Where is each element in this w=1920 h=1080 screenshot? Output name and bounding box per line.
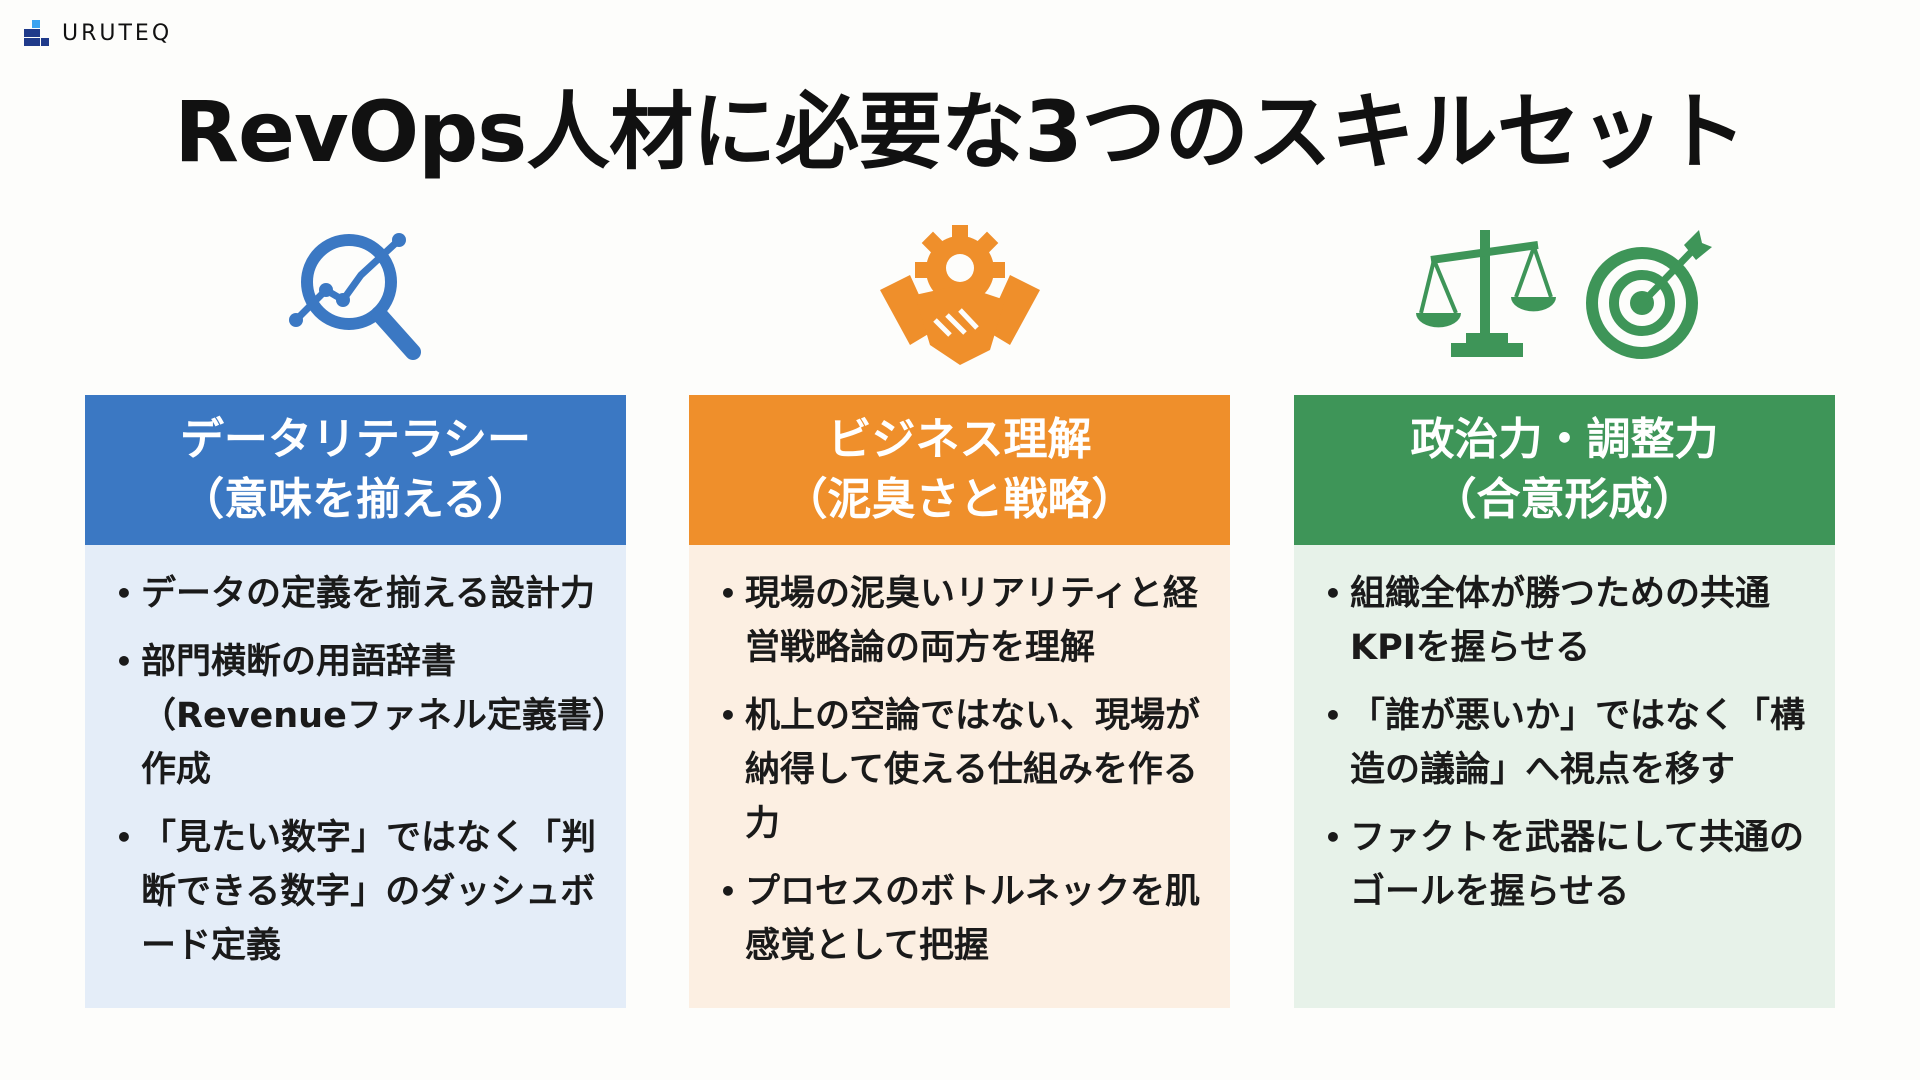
card-body: 現場の泥臭いリアリティと経営戦略論の両方を理解 机上の空論ではない、現場が納得し… xyxy=(689,545,1230,1008)
bullet-item: プロセスのボトルネックを肌感覚として把握 xyxy=(719,865,1216,973)
brand-logo: URUTEQ xyxy=(24,20,172,46)
bullet-item: データの定義を揃える設計力 xyxy=(115,567,612,621)
bullet-item: 「見たい数字」ではなく「判断できる数字」のダッシュボード定義 xyxy=(115,811,612,973)
bullet-item: 現場の泥臭いリアリティと経営戦略論の両方を理解 xyxy=(719,567,1216,675)
page-title: RevOps人材に必要な3つのスキルセット xyxy=(174,83,1746,181)
card-title: 政治力・調整力 xyxy=(1410,414,1719,465)
bullet-item: 部門横断の用語辞書（Revenueファネル定義書）作成 xyxy=(115,635,612,797)
card-subtitle: （意味を揃える） xyxy=(180,474,531,525)
brand-name: URUTEQ xyxy=(62,20,173,46)
skill-card-political-coordination: 政治力・調整力 （合意形成） 組織全体が勝つための共通KPIを握らせる 「誰が悪… xyxy=(1294,230,1835,1008)
gear-handshake-icon xyxy=(879,225,1040,365)
scale-icon xyxy=(1415,230,1556,357)
card-body: データの定義を揃える設計力 部門横断の用語辞書（Revenueファネル定義書）作… xyxy=(85,545,626,1008)
card-title: ビジネス理解 xyxy=(827,414,1092,465)
card-header: ビジネス理解 （泥臭さと戦略） xyxy=(689,395,1230,545)
target-icon xyxy=(1585,230,1712,359)
card-header: データリテラシー （意味を揃える） xyxy=(85,395,626,545)
card-body: 組織全体が勝つための共通KPIを握らせる 「誰が悪いか」ではなく「構造の議論」へ… xyxy=(1294,545,1835,1008)
bullet-item: ファクトを武器にして共通のゴールを握らせる xyxy=(1324,811,1821,919)
bullet-item: 「誰が悪いか」ではなく「構造の議論」へ視点を移す xyxy=(1324,689,1821,797)
card-subtitle: （合意形成） xyxy=(1432,474,1697,525)
logo-blocks-icon xyxy=(24,20,52,46)
magnifier-chart-icon xyxy=(288,233,421,360)
skill-card-business-understanding: ビジネス理解 （泥臭さと戦略） 現場の泥臭いリアリティと経営戦略論の両方を理解 … xyxy=(689,225,1230,1008)
bullet-item: 机上の空論ではない、現場が納得して使える仕組みを作る力 xyxy=(719,689,1216,851)
card-subtitle: （泥臭さと戦略） xyxy=(783,474,1136,525)
card-header: 政治力・調整力 （合意形成） xyxy=(1294,395,1835,545)
bullet-item: 組織全体が勝つための共通KPIを握らせる xyxy=(1324,567,1821,675)
skill-card-data-literacy: データリテラシー （意味を揃える） データの定義を揃える設計力 部門横断の用語辞… xyxy=(85,233,626,1008)
card-title: データリテラシー xyxy=(179,414,532,465)
